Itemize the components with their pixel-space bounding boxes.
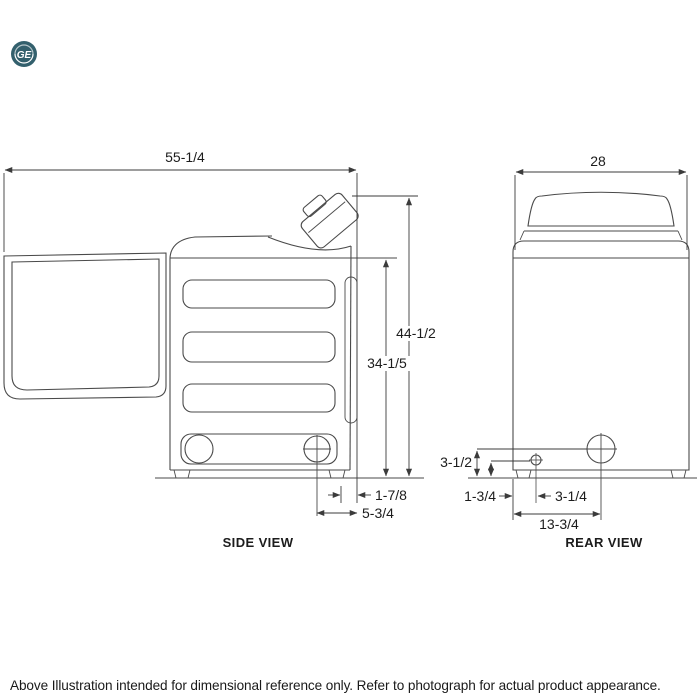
rear-view-drawing	[468, 191, 697, 520]
dim-label-leg-offset: 3-1/4	[555, 488, 587, 504]
console-knob	[302, 194, 327, 218]
ge-monogram-icon: GE	[11, 41, 37, 67]
rear-view-title: REAR VIEW	[565, 535, 643, 550]
dim-label-rear-offset-large: 5-3/4	[362, 505, 394, 521]
rear-console	[519, 191, 683, 241]
dim-label-rear-offset-small: 1-7/8	[375, 487, 407, 503]
bottom-band	[180, 433, 338, 516]
front-panel-2	[182, 331, 336, 363]
rear-drain	[585, 433, 617, 520]
dim-label-drain-height: 3-1/2	[440, 454, 472, 470]
side-connection-circle	[184, 434, 214, 464]
rear-body-outline	[512, 240, 690, 471]
front-panel-3	[182, 383, 336, 413]
dim-label-total-height: 44-1/2	[396, 325, 436, 341]
ge-monogram-text: GE	[17, 50, 32, 61]
dim-label-body-height: 34-1/5	[367, 355, 407, 371]
side-feet	[173, 469, 346, 479]
side-view-title: SIDE VIEW	[223, 535, 294, 550]
dim-label-leg-height: 1-3/4	[464, 488, 496, 504]
front-panel-1	[182, 279, 336, 309]
dim-label-rear-width: 28	[590, 153, 606, 169]
rear-view-dimensions	[473, 168, 688, 520]
open-lid-outline	[3, 252, 167, 400]
footer-note: Above Illustration intended for dimensio…	[10, 678, 661, 693]
side-body-outline	[169, 235, 397, 471]
side-view-drawing	[3, 192, 424, 516]
dim-label-drain-offset: 13-3/4	[539, 516, 579, 532]
dim-label-width-with-lid: 55-1/4	[165, 149, 205, 165]
side-view-dimensions	[3, 166, 418, 517]
control-console	[300, 192, 359, 249]
